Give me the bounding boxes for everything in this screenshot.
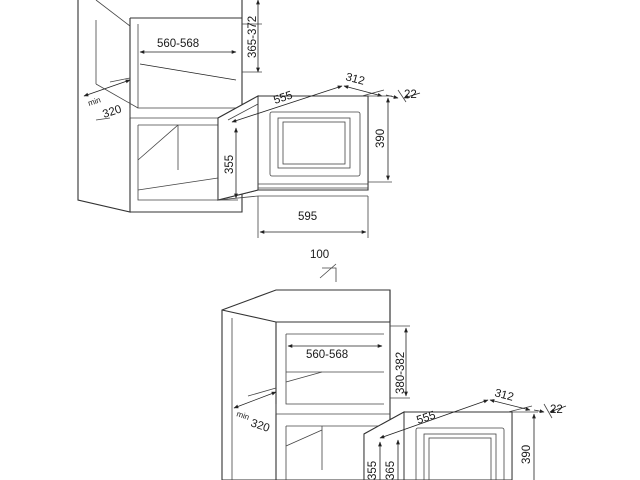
bottom-appliance-width-dim — [379, 399, 489, 439]
bottom-depth-dim — [489, 399, 531, 411]
bottom-niche-depth-label: 320 — [249, 417, 271, 434]
top-appliance-width-label: 555 — [272, 90, 294, 107]
top-height-label: 390 — [375, 129, 387, 148]
bottom-top-clearance-label: 100 — [310, 249, 329, 261]
bottom-depth-label: 312 — [493, 387, 515, 404]
top-niche-depth-label: 320 — [101, 104, 123, 121]
top-door-offset-label: 22 — [404, 89, 417, 101]
top-body-height-label: 355 — [224, 155, 236, 174]
top-drawing: 560-568 365-372 min 320 — [77, 0, 421, 238]
bottom-door-offset-label: 22 — [550, 404, 563, 416]
bottom-drawing: 100 560-568 380-38 — [221, 249, 567, 480]
top-appliance-width-dim — [231, 85, 343, 123]
top-niche-height-label: 365-372 — [247, 16, 259, 58]
top-niche-depth-prefix: min — [87, 95, 102, 108]
top-depth-dim — [343, 85, 383, 97]
bottom-niche-depth-prefix: min — [235, 409, 250, 422]
bottom-appliance-width-label: 555 — [415, 410, 437, 427]
bottom-niche-height-label: 380-382 — [395, 352, 407, 394]
bottom-height-label: 390 — [521, 445, 533, 464]
top-front-width-label: 595 — [298, 211, 317, 223]
top-cabinet — [77, 0, 243, 213]
bottom-body-height-2-label: 365 — [385, 461, 397, 480]
bottom-niche-width-label: 560-568 — [306, 349, 348, 361]
top-niche-width-label: 560-568 — [157, 38, 199, 50]
top-depth-label: 312 — [344, 71, 366, 88]
top-oven — [217, 89, 385, 201]
bottom-body-height-label: 355 — [367, 461, 379, 480]
